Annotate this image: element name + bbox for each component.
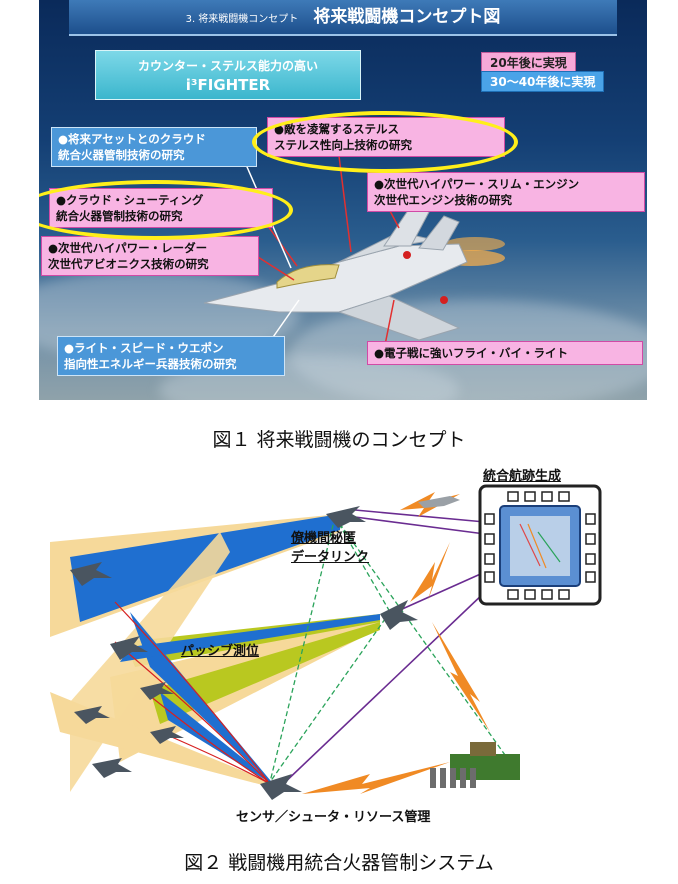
aircraft-icon bbox=[92, 758, 132, 778]
ground-station bbox=[430, 742, 520, 788]
callout-title: ●ライト・スピード・ウエポン bbox=[64, 341, 224, 355]
highlight-ring-stealth bbox=[252, 111, 518, 173]
callout-subtitle: 統合火器管制技術の研究 bbox=[58, 147, 250, 163]
secure-datalink-label: 僚機間秘匿 データリンク bbox=[291, 529, 369, 567]
figure-2-caption: 図２ 戦闘機用統合火器管制システム bbox=[0, 848, 678, 875]
callout-cloud-asset: ●将来アセットとのクラウド 統合火器管制技術の研究 bbox=[51, 127, 257, 167]
callout-subtitle: 次世代アビオニクス技術の研究 bbox=[48, 256, 252, 272]
resource-management-label: センサ／シュータ・リソース管理 bbox=[236, 806, 430, 825]
jet-roundel bbox=[403, 251, 411, 259]
figure-1-concept-poster: 3. 将来戦闘機コンセプト 将来戦闘機コンセプト図 カウンター・ステルス能力の高… bbox=[39, 0, 647, 400]
callout-subtitle: 次世代エンジン技術の研究 bbox=[374, 192, 638, 208]
fire-control-diagram bbox=[40, 462, 640, 842]
figure-2-fire-control-diagram: 統合航跡生成 僚機間秘匿 データリンク パッシブ測位 センサ／シュータ・リソース… bbox=[40, 462, 640, 842]
datalink-label-line-2: データリンク bbox=[291, 548, 369, 567]
jet-roundel bbox=[440, 296, 448, 304]
integrated-track-label: 統合航跡生成 bbox=[483, 465, 561, 484]
callout-fly-by-light: ●電子戦に強いフライ・バイ・ライト bbox=[367, 341, 643, 365]
callout-title: ●電子戦に強いフライ・バイ・ライト bbox=[374, 346, 568, 360]
callout-light-speed-weapon: ●ライト・スピード・ウエポン 指向性エネルギー兵器技術の研究 bbox=[57, 336, 285, 376]
callout-title: ●将来アセットとのクラウド bbox=[58, 132, 206, 146]
datalink-label-line-1: 僚機間秘匿 bbox=[291, 529, 369, 548]
callout-engine: ●次世代ハイパワー・スリム・エンジン 次世代エンジン技術の研究 bbox=[367, 172, 645, 212]
integrated-track-display bbox=[480, 486, 600, 604]
callout-subtitle: 指向性エネルギー兵器技術の研究 bbox=[64, 356, 278, 372]
callout-radar: ●次世代ハイパワー・レーダー 次世代アビオニクス技術の研究 bbox=[41, 236, 259, 276]
callout-title: ●次世代ハイパワー・レーダー bbox=[48, 241, 207, 255]
figure-1-caption: 図１ 将来戦闘機のコンセプト bbox=[0, 425, 678, 452]
callout-title: ●次世代ハイパワー・スリム・エンジン bbox=[374, 177, 579, 191]
passive-ranging-label: パッシブ測位 bbox=[181, 640, 259, 659]
